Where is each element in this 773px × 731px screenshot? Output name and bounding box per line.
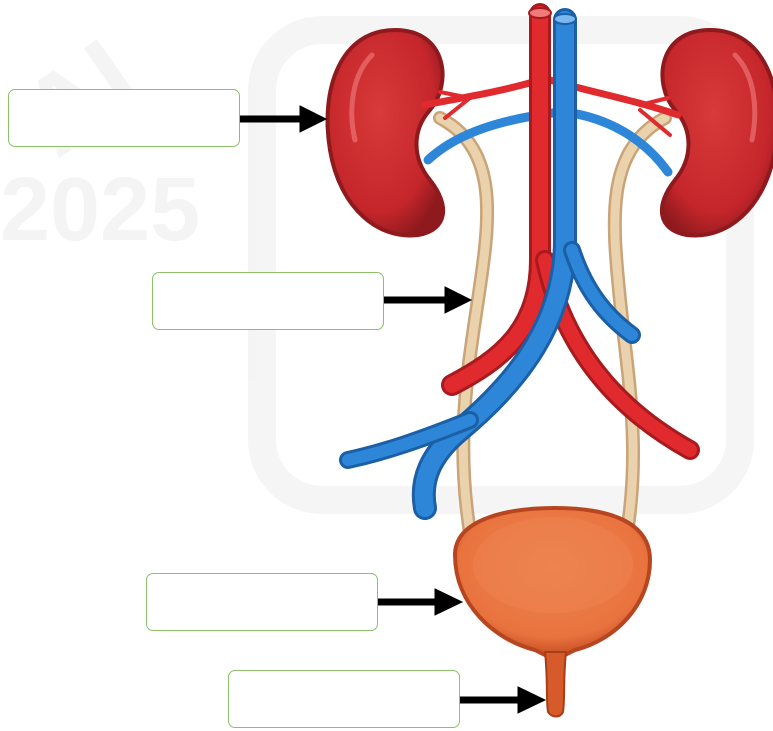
right-kidney [662, 30, 773, 236]
label-box-bladder[interactable] [146, 573, 378, 631]
label-box-kidney[interactable] [8, 89, 240, 147]
watermark-text-year: 2025 [0, 160, 200, 260]
arrow-urethra [460, 687, 545, 713]
left-kidney [328, 30, 444, 236]
arrow-ureter [384, 287, 471, 313]
label-box-ureter[interactable] [152, 272, 384, 330]
label-box-urethra[interactable] [228, 670, 460, 728]
bladder [455, 508, 650, 655]
urethra [545, 652, 566, 717]
arrow-bladder [378, 589, 462, 615]
